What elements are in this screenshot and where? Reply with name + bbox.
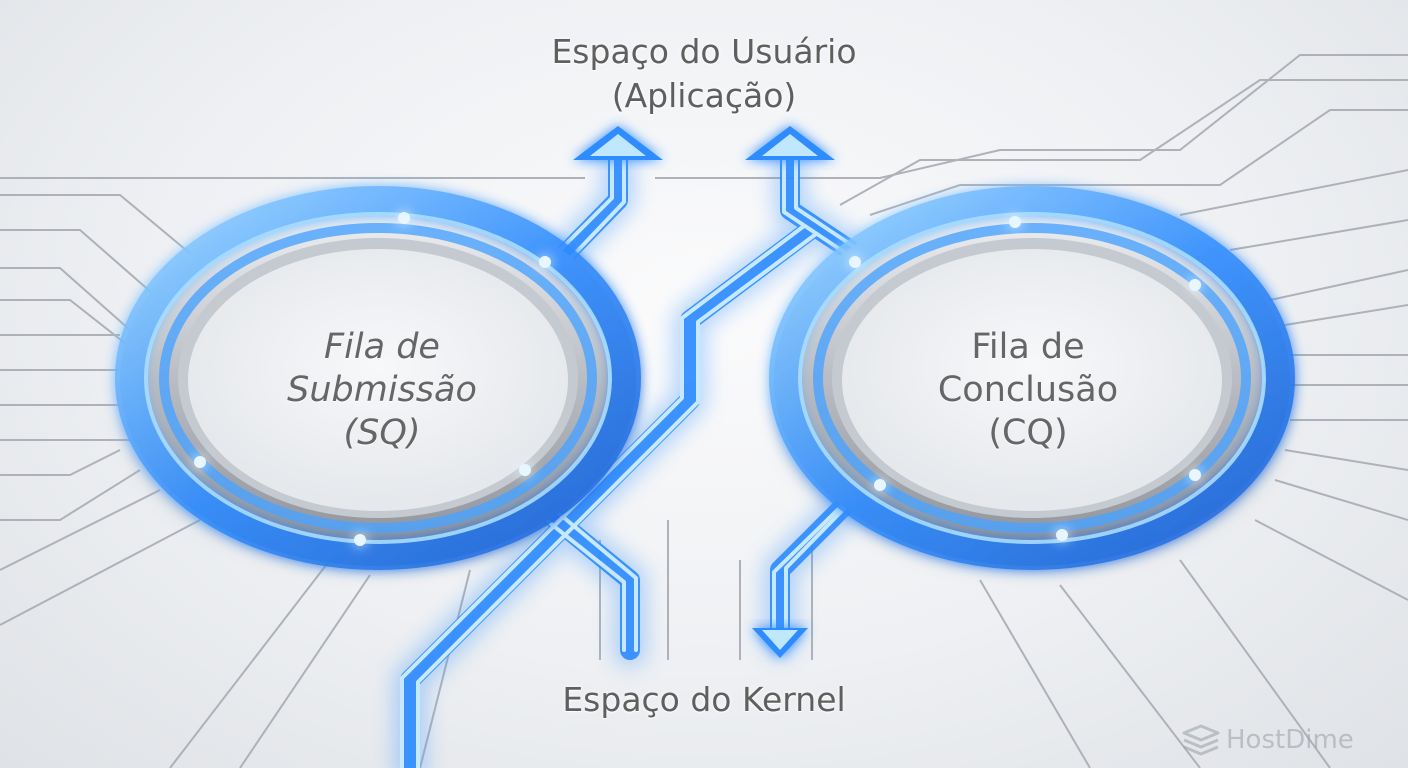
- up-arrow-cq: [745, 126, 835, 160]
- flow-arrows: [393, 143, 887, 768]
- completion-queue-label: Fila de Conclusão (CQ): [878, 326, 1178, 455]
- kernel-space-label: Espaço do Kernel: [454, 676, 954, 724]
- sq-label-line2: Submissão: [287, 370, 477, 410]
- stacked-layers-icon: [1182, 724, 1220, 756]
- user-space-title: Espaço do Usuário: [551, 32, 857, 71]
- cq-label-line1: Fila de: [971, 327, 1085, 367]
- user-space-label: Espaço do Usuário (Aplicação): [454, 30, 954, 118]
- submission-queue-ring: [115, 186, 641, 570]
- completion-queue-ring: [769, 186, 1295, 570]
- cq-label-line2: Conclusão: [937, 370, 1119, 410]
- circuit-traces: [0, 54, 1408, 768]
- cq-label-line3: (CQ): [988, 413, 1068, 453]
- sq-label-line1: Fila de: [324, 327, 440, 367]
- submission-queue-label: Fila de Submissão (SQ): [232, 326, 532, 455]
- sq-label-line3: (SQ): [343, 413, 421, 453]
- down-arrow-kernel: [752, 628, 808, 658]
- user-space-subtitle: (Aplicação): [611, 76, 797, 115]
- brand-name: HostDime: [1226, 725, 1354, 755]
- kernel-space-title: Espaço do Kernel: [562, 680, 846, 719]
- up-arrow-sq: [573, 126, 663, 160]
- brand-watermark: HostDime: [1180, 722, 1400, 758]
